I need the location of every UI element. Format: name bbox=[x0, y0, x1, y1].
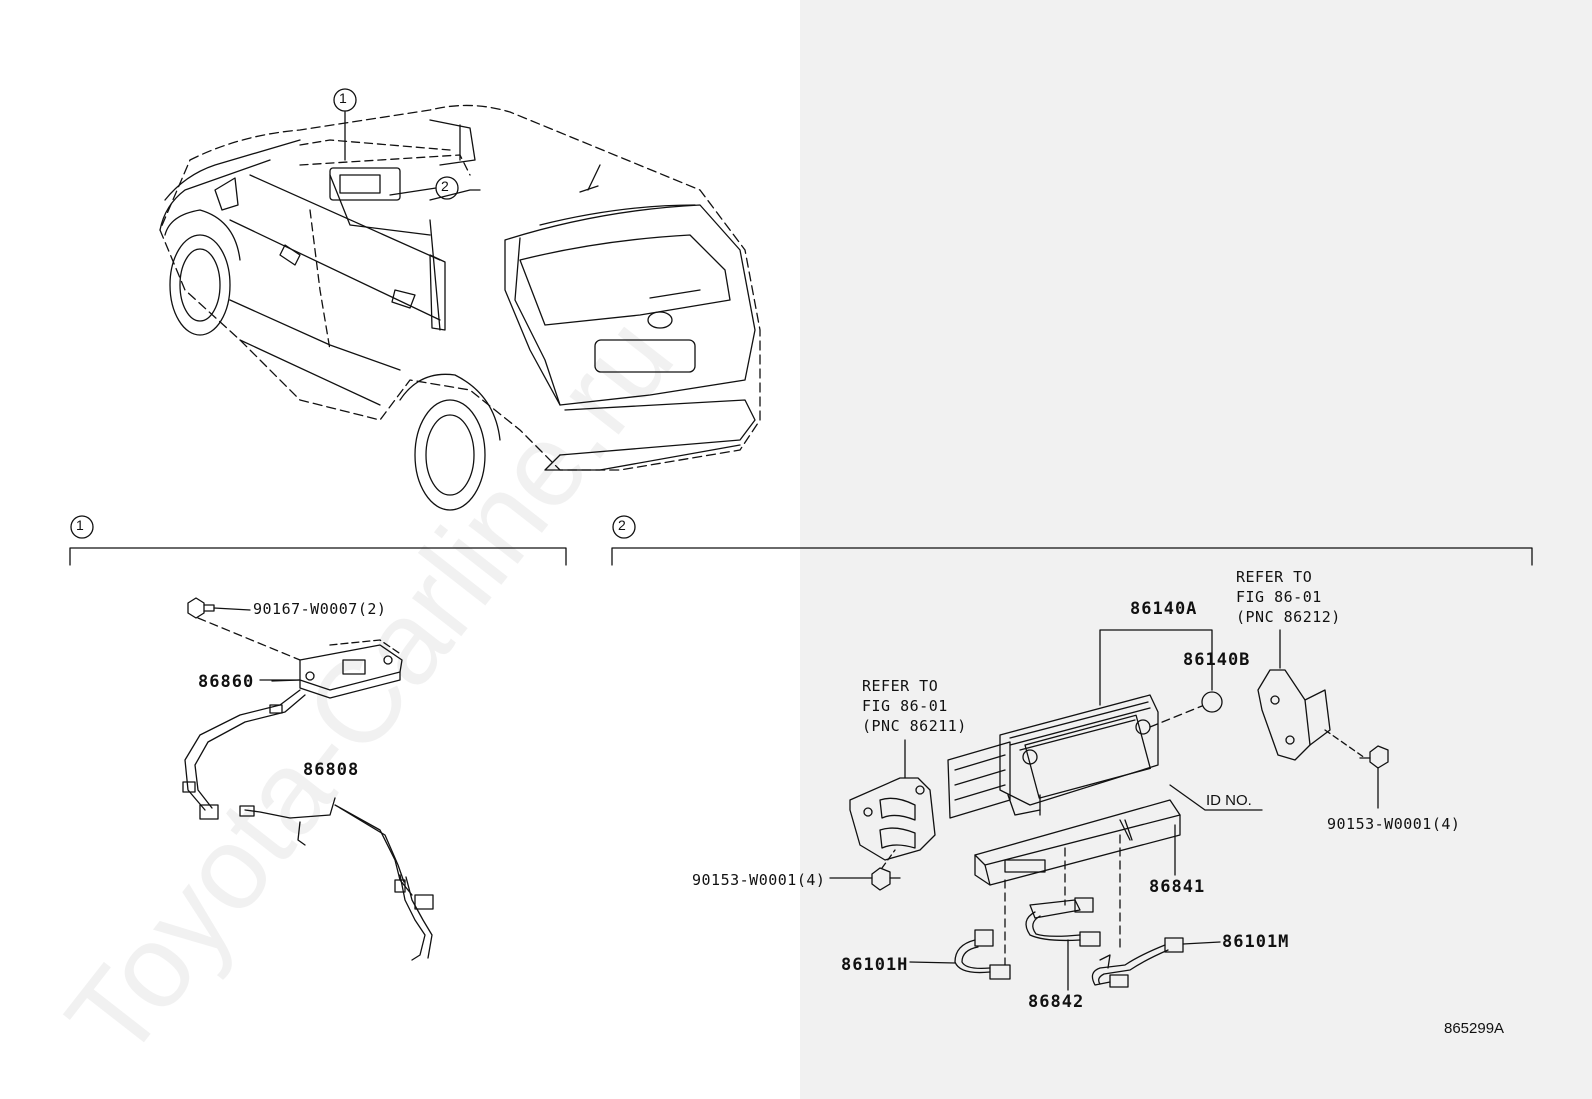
part-label-camera: 86860 bbox=[198, 672, 255, 692]
id-no-label: ID NO. bbox=[1206, 792, 1252, 809]
part-label-screw-right: 90153-W0001(4) bbox=[1327, 815, 1461, 833]
part-label-wire: 86808 bbox=[303, 760, 360, 780]
callout-circle-2-section bbox=[612, 515, 636, 539]
background-panel bbox=[800, 0, 1592, 1099]
callout-2-car-label: 2 bbox=[441, 178, 449, 194]
part-label-cord-h: 86101H bbox=[841, 955, 909, 975]
part-label-module: 86841 bbox=[1149, 877, 1206, 897]
leader-86860 bbox=[271, 679, 301, 682]
part-label-screw-left: 90153-W0001(4) bbox=[692, 871, 826, 889]
callout-2-section-label: 2 bbox=[618, 517, 626, 533]
refer-note-left: REFER TO FIG 86-01 (PNC 86211) bbox=[862, 677, 967, 735]
part-label-cord-center: 86842 bbox=[1028, 992, 1085, 1012]
callout-circle-2-car bbox=[435, 176, 459, 200]
part-label-bolt: 90167-W0007(2) bbox=[253, 600, 387, 618]
callout-circle-1-car bbox=[333, 88, 357, 112]
part-label-cap: 86140B bbox=[1183, 650, 1251, 670]
section-1-parts bbox=[182, 597, 434, 961]
callout-1-car-label: 1 bbox=[339, 90, 347, 106]
figure-code: 865299A bbox=[1444, 1020, 1505, 1037]
refer-note-right: REFER TO FIG 86-01 (PNC 86212) bbox=[1236, 568, 1341, 626]
section-2-bracket bbox=[611, 547, 1533, 566]
part-label-receiver: 86140A bbox=[1130, 599, 1198, 619]
part-label-cord-m: 86101M bbox=[1222, 932, 1290, 952]
callout-circle-1-section bbox=[70, 515, 94, 539]
section-2-parts bbox=[829, 629, 1389, 991]
callout-1-section-label: 1 bbox=[76, 517, 84, 533]
car-illustration bbox=[159, 104, 761, 511]
section-1-bracket bbox=[69, 547, 567, 566]
